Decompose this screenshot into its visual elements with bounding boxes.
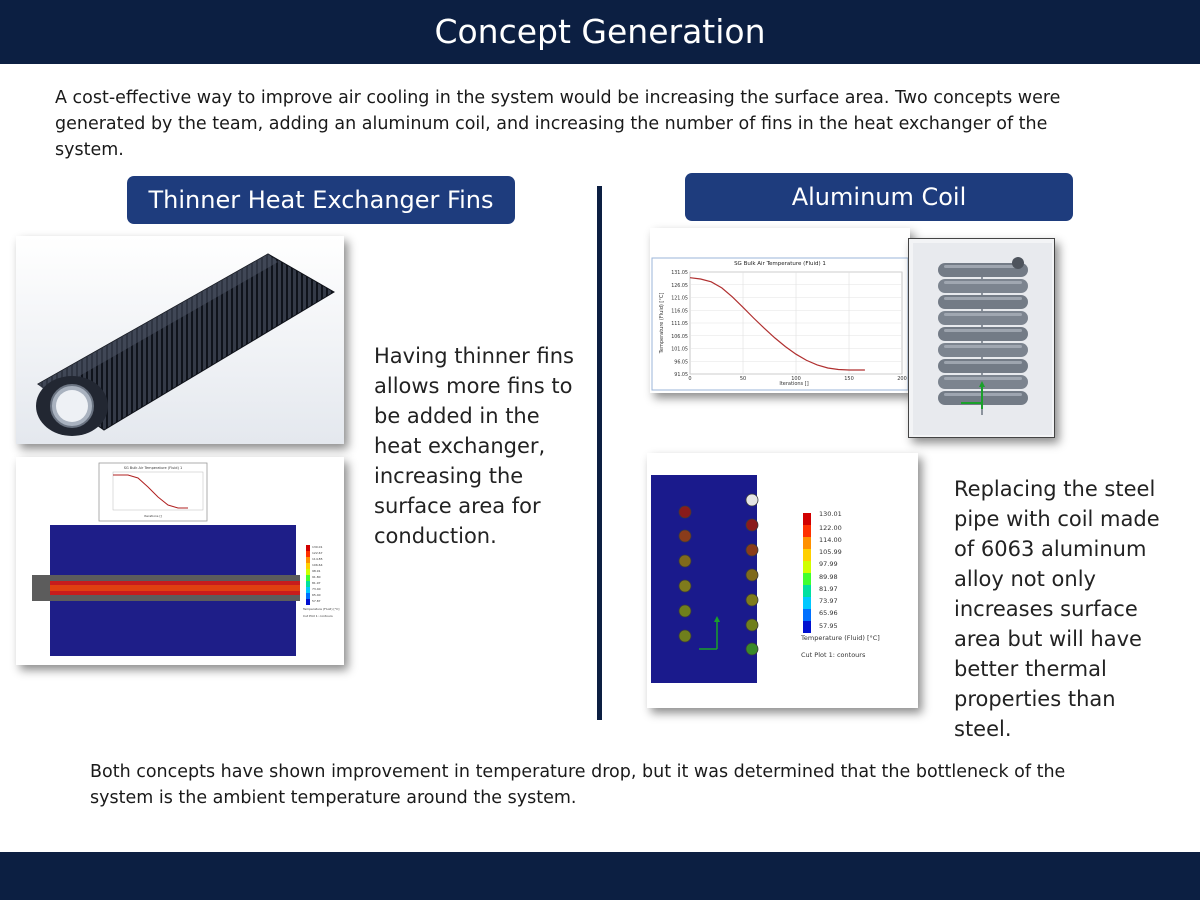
x-tick-label: 100	[791, 376, 801, 382]
legend-colorbar	[803, 513, 811, 633]
small-legend-caption: Temperature (Fluid) [°C]	[302, 607, 339, 611]
small-legend-value: 122.67	[312, 551, 323, 555]
x-tick-label: 150	[844, 376, 854, 382]
chart-xlabel: Iterations []	[779, 381, 808, 387]
y-tick-label: 126.05	[671, 283, 688, 289]
y-tick-label: 96.05	[674, 359, 688, 365]
y-tick-label: 106.05	[671, 334, 688, 340]
temperature-chart: SG Bulk Air Temperature (Fluid) 1 Temper…	[650, 228, 910, 393]
y-tick-label: 111.05	[671, 321, 688, 327]
small-legend-value: 106.64	[312, 563, 323, 567]
y-tick-label: 121.05	[671, 296, 688, 302]
temperature-line	[689, 277, 865, 371]
small-legend-value: 81.97	[312, 581, 321, 585]
y-tick-label: 131.05	[671, 270, 688, 276]
legend-value: 97.99	[819, 560, 838, 568]
x-tick-label: 50	[740, 376, 746, 382]
legend-caption: Temperature (Fluid) [°C]	[800, 634, 880, 642]
right-heading: Aluminum Coil	[685, 173, 1073, 221]
small-legend-value: 98.91	[312, 569, 321, 573]
finned-tube-render	[16, 236, 344, 444]
legend-value: 65.96	[819, 609, 838, 617]
left-description: Having thinner fins allows more fins to …	[374, 344, 574, 548]
coil-simulation-image: 130.01 122.00 114.00 105.99 97.99 89.98 …	[647, 453, 918, 708]
y-tick-label: 91.05	[674, 372, 688, 378]
legend-value: 73.97	[819, 597, 838, 605]
mini-chart-xlabel: Iterations []	[144, 514, 162, 518]
fins-simulation-image: SG Bulk Air Temperature (Fluid) 1 Iterat…	[16, 457, 344, 665]
column-divider	[597, 186, 602, 720]
coil-render	[908, 238, 1055, 438]
legend-value: 81.97	[819, 585, 838, 593]
x-tick-label: 200	[897, 376, 907, 382]
legend-value: 57.95	[819, 622, 838, 630]
intro-paragraph: A cost-effective way to improve air cool…	[55, 88, 1061, 160]
right-description: Replacing the steel pipe with coil made …	[954, 477, 1160, 741]
small-legend-value: 91.80	[312, 575, 321, 579]
small-legend-value: 65.40	[312, 593, 321, 597]
title-bar	[0, 0, 1200, 64]
y-tick-label: 116.05	[671, 308, 688, 314]
small-legend-value: 73.40	[312, 587, 321, 591]
chart-ylabel: Temperature (Fluid) [°C]	[659, 293, 665, 355]
legend-value: 130.01	[819, 510, 842, 518]
small-legend-value: 57.87	[312, 599, 321, 603]
small-legend-value: 130.01	[312, 545, 323, 549]
legend-value: 105.99	[819, 548, 842, 556]
legend-value: 114.00	[819, 536, 842, 544]
small-legend-subcaption: Cut Plot 1: contours	[303, 614, 333, 618]
chart-title: SG Bulk Air Temperature (Fluid) 1	[734, 261, 826, 267]
legend-value: 122.00	[819, 524, 842, 532]
legend-value: 89.98	[819, 573, 838, 581]
temperature-chart-panel: SG Bulk Air Temperature (Fluid) 1 Temper…	[650, 228, 910, 393]
x-tick-label: 0	[688, 376, 691, 382]
y-tick-label: 101.05	[671, 347, 688, 353]
slide-title: Concept Generation	[434, 12, 766, 51]
left-heading: Thinner Heat Exchanger Fins	[127, 176, 515, 224]
mini-chart-title: SG Bulk Air Temperature (Fluid) 1	[124, 466, 182, 470]
footer-bar	[0, 852, 1200, 900]
small-legend-colorbar	[306, 545, 310, 605]
small-legend-value: 114.85	[312, 557, 323, 561]
conclusion-paragraph: Both concepts have shown improvement in …	[90, 762, 1066, 808]
legend-subcaption: Cut Plot 1: contours	[801, 651, 866, 659]
